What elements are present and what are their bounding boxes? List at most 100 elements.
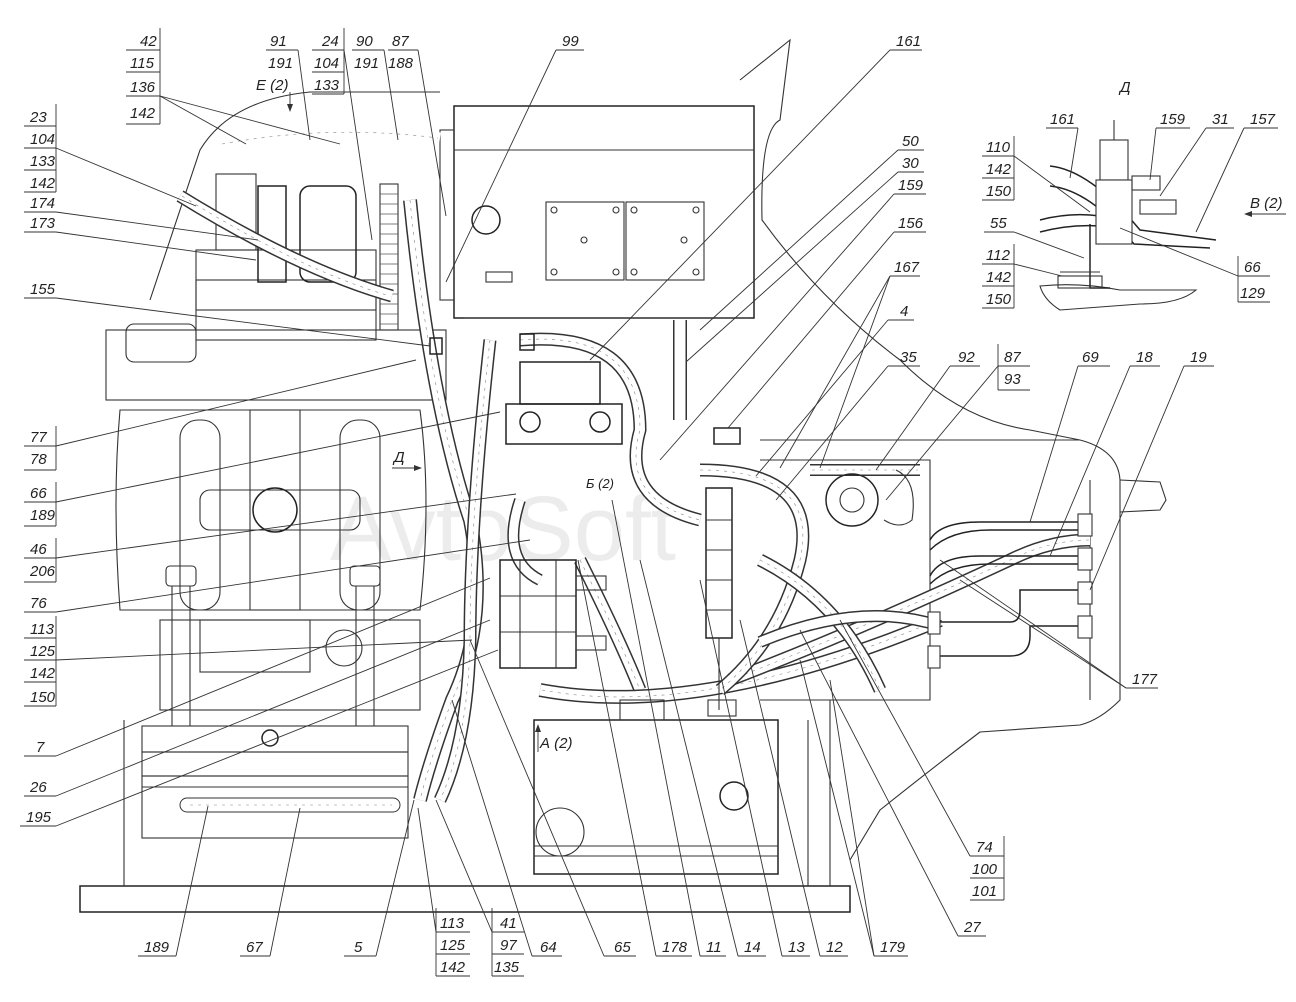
callout-24: 24	[321, 33, 339, 50]
callout-115: 115	[130, 55, 155, 72]
callout-46: 46	[30, 541, 47, 558]
callout-142-c: 142	[30, 665, 56, 682]
callout-101: 101	[972, 883, 997, 900]
callout-92: 92	[958, 349, 975, 366]
callout-150-c: 150	[986, 291, 1012, 308]
callout-27: 27	[963, 919, 981, 936]
pump-tank-assembly	[105, 173, 447, 813]
detail-view-d	[1039, 120, 1217, 311]
callout-142-e: 142	[986, 269, 1012, 286]
callout-129: 129	[1240, 285, 1266, 302]
valve-blocks	[429, 333, 914, 717]
callout-191-a: 191	[268, 55, 293, 72]
callout-135: 135	[494, 959, 520, 976]
callout-159-a: 159	[898, 177, 924, 194]
callout-31: 31	[1212, 111, 1229, 128]
callout-112: 112	[986, 247, 1011, 264]
callout-178: 178	[662, 939, 688, 956]
callout-66-b: 66	[1244, 259, 1261, 276]
callout-191-b: 191	[354, 55, 379, 72]
callout-4: 4	[900, 303, 908, 320]
callout-189-b: 189	[144, 939, 170, 956]
callout-133-b: 133	[30, 153, 56, 170]
callout-90: 90	[356, 33, 373, 50]
callout-66-a: 66	[30, 485, 47, 502]
callout-161-b: 161	[1050, 111, 1075, 128]
callout-157: 157	[1250, 111, 1276, 128]
callout-206: 206	[29, 563, 56, 580]
callout-23: 23	[29, 109, 47, 126]
callout-69: 69	[1082, 349, 1099, 366]
callout-7: 7	[36, 739, 45, 756]
callout-156: 156	[898, 215, 924, 232]
callout-64: 64	[540, 939, 557, 956]
callout-93: 93	[1004, 371, 1021, 388]
callout-5: 5	[354, 939, 363, 956]
callout-26: 26	[29, 779, 47, 796]
callout-177: 177	[1132, 671, 1158, 688]
callout-150-b: 150	[986, 183, 1012, 200]
callout-104-a: 104	[314, 55, 339, 72]
callout-195: 195	[26, 809, 52, 826]
callout-67: 67	[246, 939, 263, 956]
callout-50: 50	[902, 133, 919, 150]
callouts-top: 42 115 136 142 91 191 24 104 133 90 191 …	[126, 28, 922, 361]
callout-159-b: 159	[1160, 111, 1186, 128]
callout-41: 41	[500, 915, 517, 932]
callouts-left: 23 104 133 142 174 173 155 77 78 66 189 …	[20, 104, 531, 827]
view-label-detail-d: Д	[1118, 79, 1131, 96]
callouts-bottom: 189 67 5 113 125 142 41 97 135 64 65 178	[138, 499, 1005, 977]
callout-142: 142	[130, 105, 156, 122]
callout-76: 76	[30, 595, 47, 612]
callout-142-d: 142	[986, 161, 1012, 178]
callout-35: 35	[900, 349, 917, 366]
callout-77: 77	[30, 429, 47, 446]
callout-65: 65	[614, 939, 631, 956]
callout-91: 91	[270, 33, 287, 50]
callout-97: 97	[500, 937, 517, 954]
callout-110: 110	[986, 139, 1011, 156]
callout-30: 30	[902, 155, 919, 172]
callout-74: 74	[976, 839, 993, 856]
steel-pipes	[927, 513, 1093, 669]
callout-167: 167	[894, 259, 920, 276]
callout-142-f: 142	[440, 959, 466, 976]
callout-19: 19	[1190, 349, 1207, 366]
callout-87-a: 87	[392, 33, 409, 50]
callout-133-a: 133	[314, 77, 340, 94]
callout-87-b: 87	[1004, 349, 1021, 366]
control-cabinet	[439, 105, 755, 319]
callout-18: 18	[1136, 349, 1153, 366]
callout-189-a: 189	[30, 507, 56, 524]
view-label-e: Е (2)	[256, 77, 289, 94]
callouts-detail: 110 142 150 161 159 31 157 55 112 142 15…	[982, 111, 1278, 309]
callouts-right: 50 30 159 156 167 4 35 92 87 93 69	[659, 133, 1214, 689]
callout-12: 12	[826, 939, 843, 956]
callout-99: 99	[562, 33, 579, 50]
callout-113-b: 113	[440, 915, 465, 932]
callout-78: 78	[30, 451, 47, 468]
callout-14: 14	[744, 939, 761, 956]
callout-113-a: 113	[30, 621, 55, 638]
view-label-a: А (2)	[539, 735, 573, 752]
callout-173: 173	[30, 215, 56, 232]
callout-161-a: 161	[896, 33, 921, 50]
oil-tank	[533, 699, 779, 875]
callout-125-b: 125	[440, 937, 466, 954]
view-label-b: Б (2)	[586, 476, 614, 491]
callout-100: 100	[972, 861, 998, 878]
callout-179: 179	[880, 939, 906, 956]
callout-55: 55	[990, 215, 1007, 232]
callout-125-a: 125	[30, 643, 56, 660]
callout-104-b: 104	[30, 131, 55, 148]
callout-142-b: 142	[30, 175, 56, 192]
watermark: AvtoSoft	[330, 478, 676, 580]
view-labels: Д Е (2) В (2) А (2) Б (2) Д	[256, 77, 1286, 752]
callout-174: 174	[30, 195, 55, 212]
callout-13: 13	[788, 939, 805, 956]
view-label-arrow-d: Д	[392, 449, 405, 466]
callout-155: 155	[30, 281, 56, 298]
callout-188: 188	[388, 55, 414, 72]
callout-150-a: 150	[30, 689, 56, 706]
